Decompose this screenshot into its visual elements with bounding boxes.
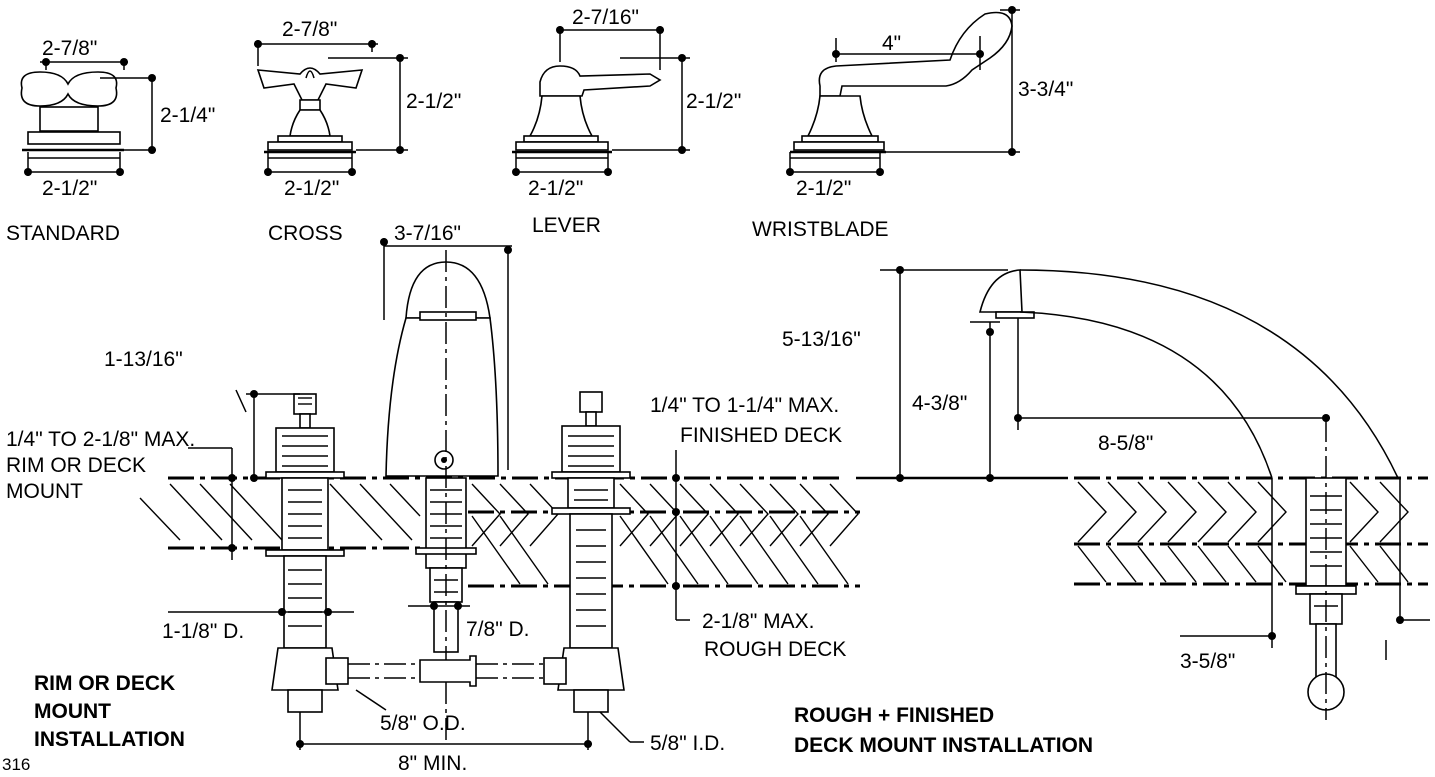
cross-handle: 2-7/8" 2-1/2" 2-1/2" CROSS bbox=[254, 18, 461, 245]
wristblade-caption: WRISTBLADE bbox=[752, 218, 889, 241]
lever-height-label: 2-1/2" bbox=[686, 90, 741, 113]
lever-width-label: 2-7/16" bbox=[572, 6, 639, 29]
rim-title-3: INSTALLATION bbox=[34, 728, 185, 751]
rim-title-1: RIM OR DECK bbox=[34, 672, 175, 695]
spout-height-label: 5-13/16" bbox=[782, 328, 861, 351]
wristblade-handle: 4" 3-3/4" 2-1/2" WRISTBLADE bbox=[752, 6, 1073, 241]
reach-label: 8-5/8" bbox=[1098, 432, 1153, 455]
rough-deck-label-2: ROUGH DECK bbox=[704, 638, 846, 661]
lever-caption: LEVER bbox=[532, 214, 601, 237]
finished-deck-label: 1/4" TO 1-1/4" MAX. bbox=[650, 394, 839, 417]
rim-range-label-2: RIM OR DECK bbox=[6, 454, 146, 477]
wristblade-base-label: 2-1/2" bbox=[796, 177, 851, 200]
spout-dia-label: 7/8" D. bbox=[466, 618, 529, 641]
rim-title-2: MOUNT bbox=[34, 700, 111, 723]
standard-handle: 2-7/8" 2-1/4" 2-1/2" STANDARD bbox=[6, 37, 215, 245]
deck-mount-section: 5-13/16" 4-3/8" 8-5/8" 3-5/8" ROUGH + FI… bbox=[782, 266, 1430, 757]
rough-deck-label: 2-1/8" MAX. bbox=[702, 610, 815, 633]
wristblade-width-label: 4" bbox=[882, 32, 901, 55]
tube-od-label: 5/8" O.D. bbox=[380, 712, 466, 735]
rim-range-label: 1/4" TO 2-1/8" MAX. bbox=[6, 428, 195, 451]
rim-deck-section: 3-7/16" 1-13/16" 1/4" TO 2-1/8" MAX. RIM… bbox=[6, 222, 860, 775]
page-number: 316 bbox=[2, 755, 30, 774]
rim-range-label-3: MOUNT bbox=[6, 480, 83, 503]
standard-height-label: 2-1/4" bbox=[160, 104, 215, 127]
lever-handle: 2-7/16" 2-1/2" 2-1/2" LEVER bbox=[512, 6, 741, 237]
finished-deck-label-2: FINISHED DECK bbox=[680, 424, 842, 447]
spout-width-label: 3-7/16" bbox=[394, 222, 461, 245]
deck-title-2: DECK MOUNT INSTALLATION bbox=[794, 734, 1093, 757]
outlet-height-label: 4-3/8" bbox=[912, 392, 967, 415]
cross-base-label: 2-1/2" bbox=[284, 177, 339, 200]
cross-width-label: 2-7/8" bbox=[282, 18, 337, 41]
spacing-label: 8" MIN. bbox=[398, 752, 467, 775]
stem-height-label: 1-13/16" bbox=[104, 348, 183, 371]
inlet-id-label: 5/8" I.D. bbox=[650, 732, 725, 755]
shank-dia-label: 1-1/8" D. bbox=[162, 620, 244, 643]
standard-caption: STANDARD bbox=[6, 222, 120, 245]
deck-title-1: ROUGH + FINISHED bbox=[794, 704, 994, 727]
below-deck-label: 3-5/8" bbox=[1180, 650, 1235, 673]
wristblade-height-label: 3-3/4" bbox=[1018, 78, 1073, 101]
cross-caption: CROSS bbox=[268, 222, 343, 245]
standard-base-label: 2-1/2" bbox=[42, 177, 97, 200]
lever-base-label: 2-1/2" bbox=[528, 177, 583, 200]
cross-height-label: 2-1/2" bbox=[406, 90, 461, 113]
standard-width-label: 2-7/8" bbox=[42, 37, 97, 60]
